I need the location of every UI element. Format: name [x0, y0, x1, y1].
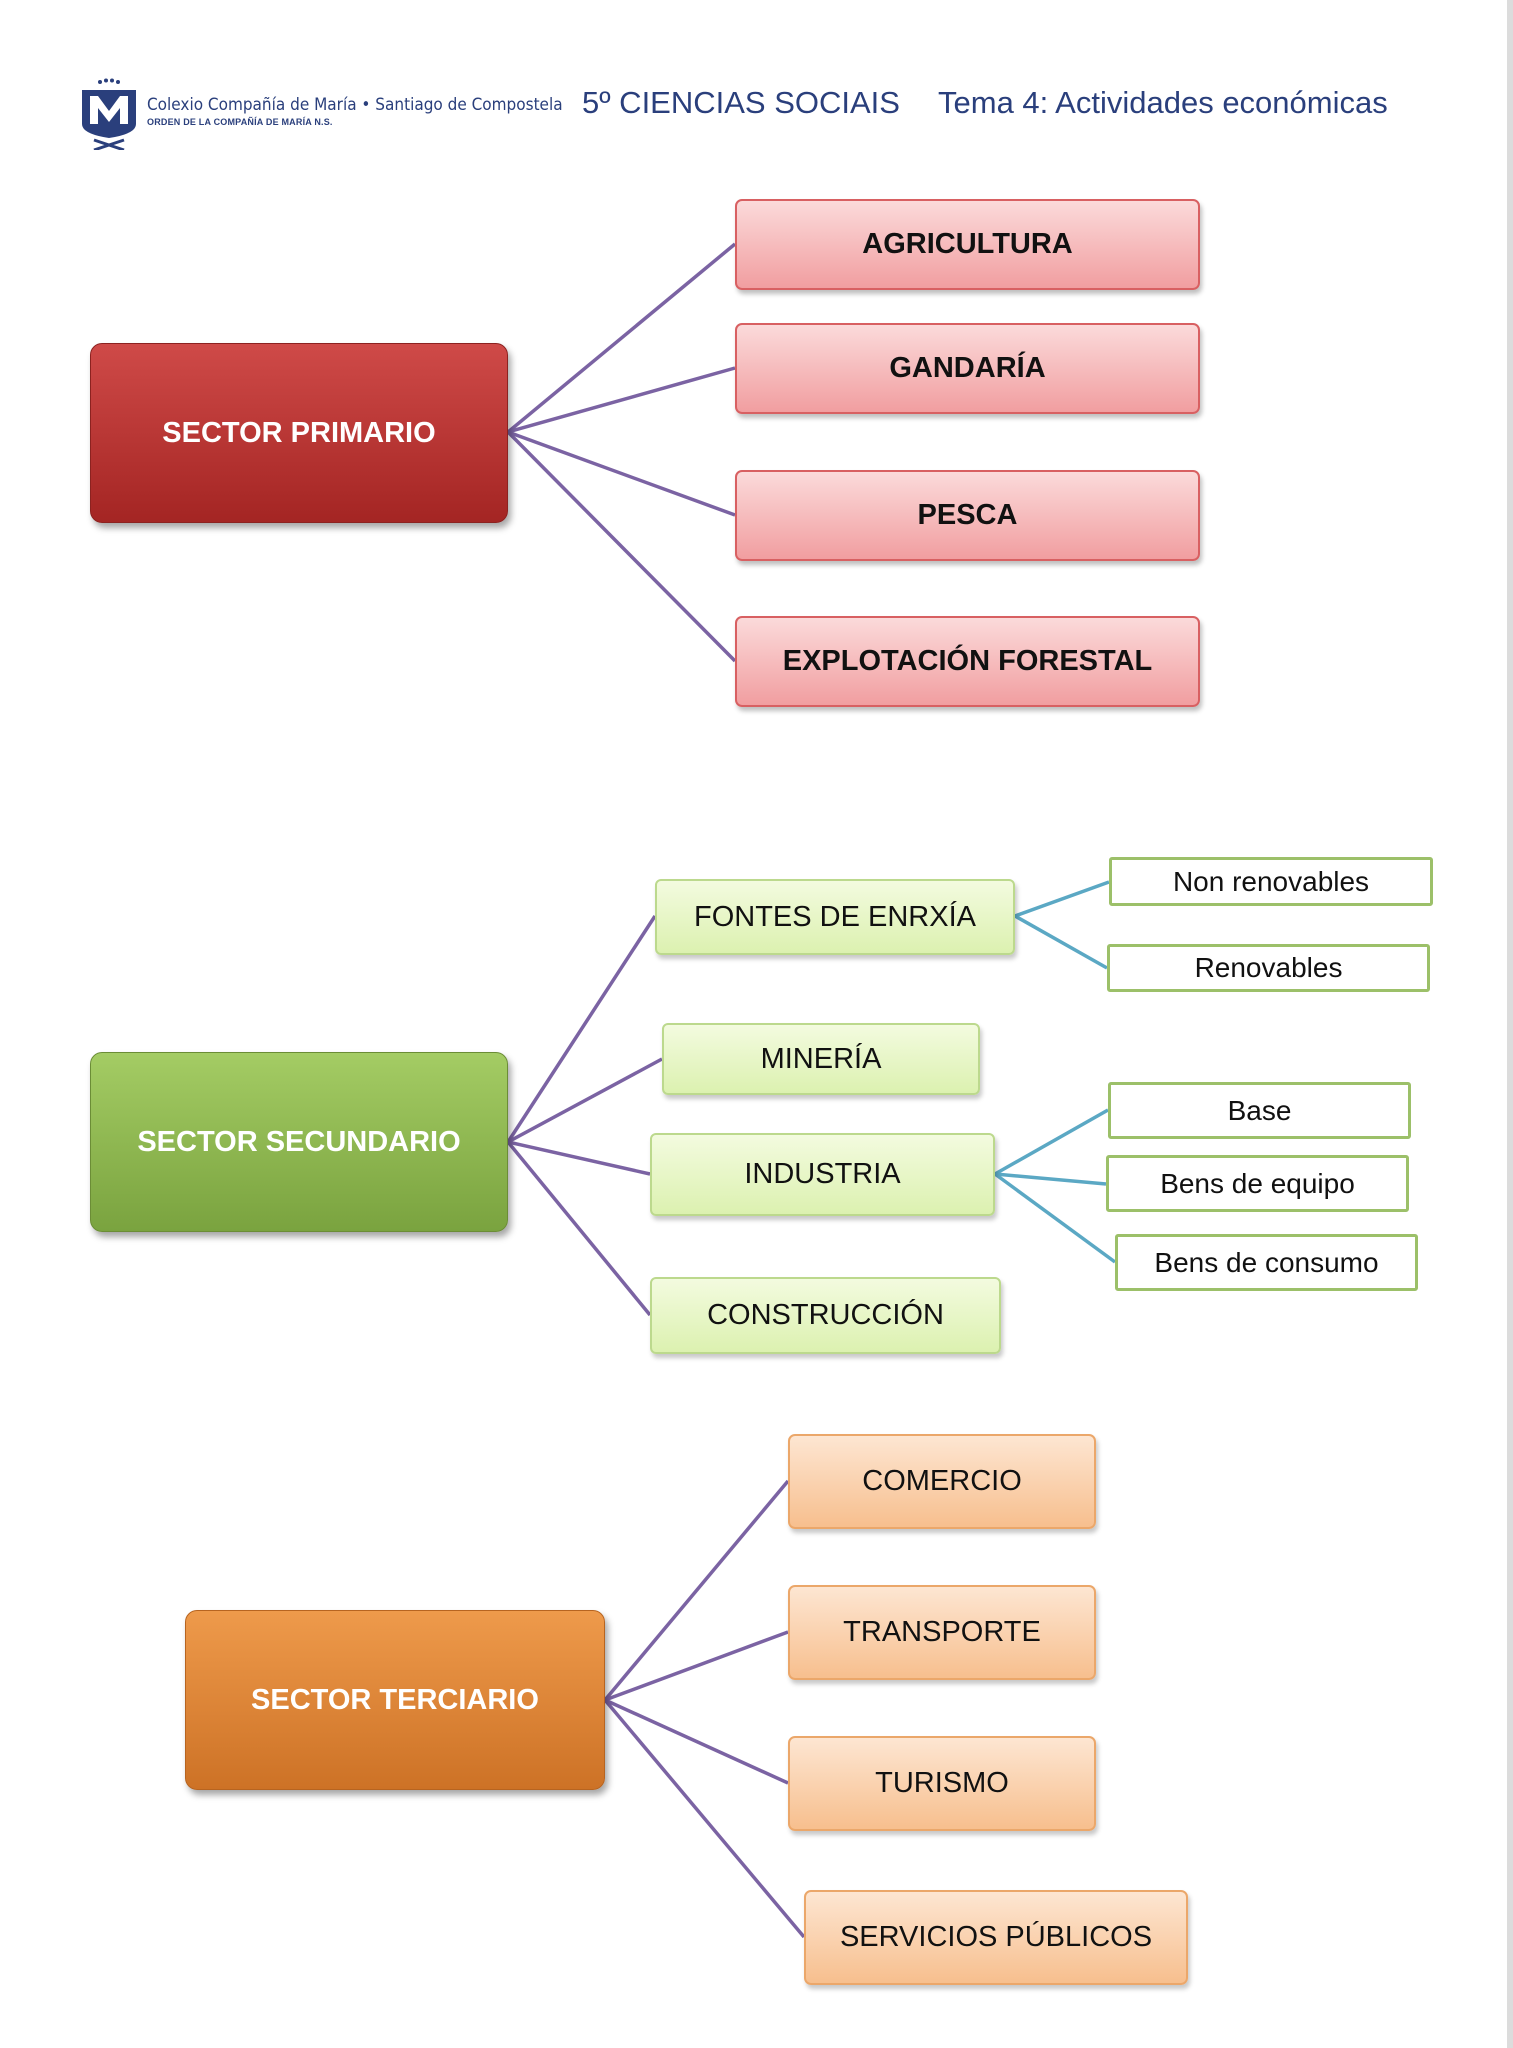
node-industria-label: INDUSTRIA — [744, 1158, 901, 1190]
school-name: Colexio Compañía de María • Santiago de … — [147, 95, 563, 115]
connector-primary-pesca — [507, 430, 736, 517]
leaf-base: Base — [1108, 1082, 1411, 1139]
node-explotacion-forestal-label: EXPLOTACIÓN FORESTAL — [782, 645, 1153, 677]
leaf-non-renovables-label: Non renovables — [1172, 865, 1370, 897]
node-transporte: TRANSPORTE — [788, 1585, 1096, 1680]
connector-tertiary-transporte — [604, 1630, 789, 1702]
node-construccion-label: CONSTRUCCIÓN — [707, 1299, 944, 1331]
connector-primary-gandaria — [507, 366, 736, 434]
leaf-bens-consumo-label: Bens de consumo — [1154, 1246, 1379, 1278]
node-mineria-label: MINERÍA — [760, 1042, 882, 1075]
node-agricultura: AGRICULTURA — [735, 199, 1200, 290]
school-logo — [82, 78, 136, 150]
node-gandaria: GANDARÍA — [735, 323, 1200, 414]
sector-terciario-box: SECTOR TERCIARIO — [185, 1610, 605, 1790]
school-subtitle: ORDEN DE LA COMPAÑÍA DE MARÍA N.S. — [147, 117, 333, 127]
leaf-bens-equipo: Bens de equipo — [1106, 1155, 1409, 1212]
leaf-base-label: Base — [1227, 1094, 1292, 1126]
node-agricultura-label: AGRICULTURA — [862, 228, 1073, 260]
connector-secondary-enerxia — [506, 915, 657, 1143]
node-pesca-label: PESCA — [917, 499, 1018, 531]
leaf-bens-equipo-label: Bens de equipo — [1160, 1167, 1355, 1199]
node-gandaria-label: GANDARÍA — [889, 352, 1046, 384]
connector-enerxia-renovables — [1014, 914, 1108, 970]
node-fontes-enerxia: FONTES DE ENRXÍA — [655, 879, 1015, 955]
connector-secondary-mineria — [507, 1057, 663, 1144]
course-title: 5º CIENCIAS SOCIAIS — [582, 85, 900, 120]
node-fontes-enerxia-label: FONTES DE ENRXÍA — [694, 900, 976, 933]
sector-primario-box: SECTOR PRIMARIO — [90, 343, 508, 523]
connector-tertiary-comercio — [603, 1479, 790, 1702]
connector-industria-base — [994, 1108, 1109, 1176]
connector-enerxia-non-renovables — [1014, 880, 1110, 918]
node-turismo-label: TURISMO — [875, 1767, 1009, 1799]
sector-secundario-box: SECTOR SECUNDARIO — [90, 1052, 508, 1232]
node-comercio-label: COMERCIO — [862, 1465, 1022, 1497]
sector-primario-label: SECTOR PRIMARIO — [162, 416, 436, 449]
connector-tertiary-turismo — [604, 1698, 789, 1785]
node-industria: INDUSTRIA — [650, 1133, 995, 1216]
sector-terciario-label: SECTOR TERCIARIO — [251, 1683, 539, 1716]
leaf-non-renovables: Non renovables — [1109, 857, 1433, 906]
node-servicios-publicos-label: SERVICIOS PÚBLICOS — [839, 1921, 1153, 1953]
connector-industria-bens-equipo — [994, 1172, 1107, 1186]
node-servicios-publicos: SERVICIOS PÚBLICOS — [804, 1890, 1188, 1985]
unit-title: Tema 4: Actividades económicas — [938, 85, 1388, 120]
node-mineria: MINERÍA — [662, 1023, 980, 1095]
page-edge-shadow — [1507, 0, 1513, 2048]
node-transporte-label: TRANSPORTE — [843, 1616, 1041, 1648]
leaf-bens-consumo: Bens de consumo — [1115, 1234, 1418, 1291]
connector-secondary-construccion — [506, 1140, 652, 1317]
connector-primary-agricultura — [506, 242, 737, 434]
connector-secondary-industria — [507, 1140, 651, 1176]
node-pesca: PESCA — [735, 470, 1200, 561]
connector-tertiary-servicios — [603, 1698, 806, 1939]
node-construccion: CONSTRUCCIÓN — [650, 1277, 1001, 1354]
connector-primary-forestal — [506, 430, 737, 663]
leaf-renovables: Renovables — [1107, 944, 1430, 992]
node-turismo: TURISMO — [788, 1736, 1096, 1831]
leaf-renovables-label: Renovables — [1194, 952, 1343, 983]
node-explotacion-forestal: EXPLOTACIÓN FORESTAL — [735, 616, 1200, 707]
node-comercio: COMERCIO — [788, 1434, 1096, 1529]
sector-secundario-label: SECTOR SECUNDARIO — [137, 1125, 461, 1158]
connector-industria-bens-consumo — [993, 1172, 1117, 1264]
